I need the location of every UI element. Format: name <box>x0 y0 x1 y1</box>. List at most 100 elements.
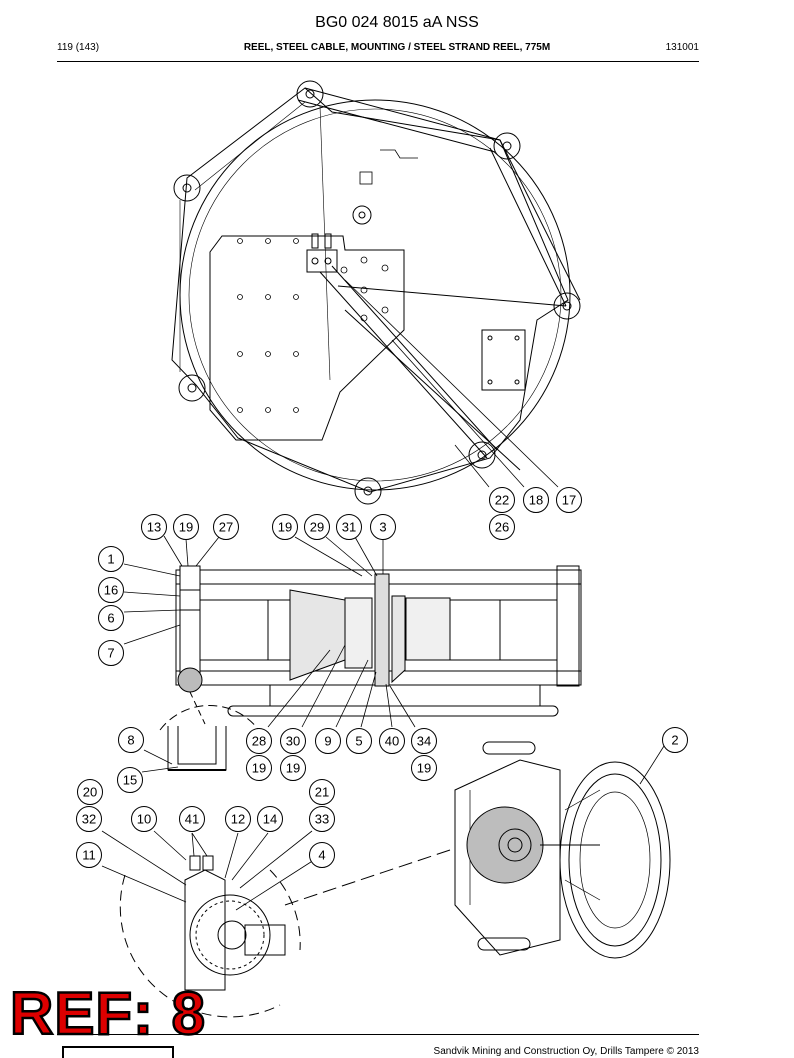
callout-bubble <box>411 755 437 781</box>
callout-label: 34 <box>417 734 431 749</box>
callout-12: 12 <box>225 806 251 832</box>
reel-disc-inner <box>188 108 562 482</box>
reel-top-view <box>171 80 581 505</box>
callout-22: 22 <box>489 487 515 513</box>
document-code: 131001 <box>665 42 699 53</box>
company-logo <box>62 1046 174 1058</box>
callout-26: 26 <box>489 514 515 540</box>
callout-bubble <box>76 842 102 868</box>
callout-label: 19 <box>286 761 300 776</box>
callout-bubble <box>489 514 515 540</box>
leader-lines <box>101 279 665 911</box>
callout-bubble <box>309 779 335 805</box>
callout-31: 31 <box>336 514 362 540</box>
callout-7: 7 <box>98 640 124 666</box>
callout-label: 18 <box>529 493 543 508</box>
callout-bubble <box>370 514 396 540</box>
callout-label: 31 <box>342 520 356 535</box>
callout-16: 16 <box>98 577 124 603</box>
callout-label: 1 <box>107 552 114 567</box>
callout-2: 2 <box>662 727 688 753</box>
callout-bubble <box>257 806 283 832</box>
callout-label: 22 <box>495 493 509 508</box>
detail-marker <box>177 667 203 693</box>
callout-label: 4 <box>318 848 325 863</box>
callout-bubble <box>77 779 103 805</box>
callout-bubble <box>246 755 272 781</box>
post-detail-view <box>159 691 266 771</box>
callout-19: 19 <box>246 755 272 781</box>
callout-3: 3 <box>370 514 396 540</box>
frame-outline <box>171 87 569 493</box>
callout-13: 13 <box>141 514 167 540</box>
callout-bubble <box>272 514 298 540</box>
callout-label: 26 <box>495 520 509 535</box>
sprocket <box>189 894 271 976</box>
page-number: 119 (143) <box>57 42 100 53</box>
valve-block <box>306 249 338 273</box>
callout-30: 30 <box>280 728 306 754</box>
page-title: REEL, STEEL CABLE, MOUNTING / STEEL STRA… <box>243 42 551 53</box>
callout-bubble <box>346 728 372 754</box>
mounting-plate <box>209 235 405 441</box>
callout-bubble <box>117 767 143 793</box>
callout-15: 15 <box>117 767 143 793</box>
callout-label: 30 <box>286 734 300 749</box>
swing-arm <box>297 87 581 471</box>
callout-bubble <box>556 487 582 513</box>
callout-8: 8 <box>118 727 144 753</box>
callout-bubble <box>98 546 124 572</box>
callout-1: 1 <box>98 546 124 572</box>
callout-label: 29 <box>310 520 324 535</box>
callout-label: 8 <box>127 733 134 748</box>
callout-33: 33 <box>309 806 335 832</box>
callout-19: 19 <box>173 514 199 540</box>
callout-14: 14 <box>257 806 283 832</box>
callout-19: 19 <box>272 514 298 540</box>
callout-label: 12 <box>231 812 245 827</box>
section-view <box>175 565 582 717</box>
callout-label: 2 <box>671 733 678 748</box>
callout-bubble <box>489 487 515 513</box>
callout-bubble <box>213 514 239 540</box>
isometric-reel-view <box>454 741 671 959</box>
center-shaft <box>374 573 390 687</box>
callout-41: 41 <box>179 806 205 832</box>
callout-bubble <box>411 728 437 754</box>
callout-bubble <box>309 842 335 868</box>
callout-bubble <box>98 605 124 631</box>
sprocket-highlight <box>466 806 544 884</box>
callout-bubble <box>225 806 251 832</box>
plate-bolts <box>237 238 389 413</box>
document-number: BG0 024 8015 aA NSS <box>315 14 479 31</box>
callout-label: 40 <box>385 734 399 749</box>
frame-tube <box>227 705 559 717</box>
callout-9: 9 <box>315 728 341 754</box>
callout-32: 32 <box>76 806 102 832</box>
callout-label: 17 <box>562 493 576 508</box>
callout-label: 14 <box>263 812 277 827</box>
callout-10: 10 <box>131 806 157 832</box>
callout-label: 33 <box>315 812 329 827</box>
header-divider <box>57 61 699 62</box>
callout-label: 28 <box>252 734 266 749</box>
callout-bubble <box>131 806 157 832</box>
callout-27: 27 <box>213 514 239 540</box>
callout-bubble <box>336 514 362 540</box>
callout-34: 34 <box>411 728 437 754</box>
callout-bubble <box>118 727 144 753</box>
callout-6: 6 <box>98 605 124 631</box>
callout-bubble <box>280 728 306 754</box>
ref-label: REF: 8 <box>9 980 207 1047</box>
side-bracket <box>481 329 526 391</box>
callout-label: 20 <box>83 785 97 800</box>
callout-19: 19 <box>411 755 437 781</box>
callout-label: 9 <box>324 734 331 749</box>
sprocket-detail-view <box>119 849 451 1018</box>
callout-5: 5 <box>346 728 372 754</box>
callout-bubble <box>662 727 688 753</box>
callout-29: 29 <box>304 514 330 540</box>
callout-label: 32 <box>82 812 96 827</box>
